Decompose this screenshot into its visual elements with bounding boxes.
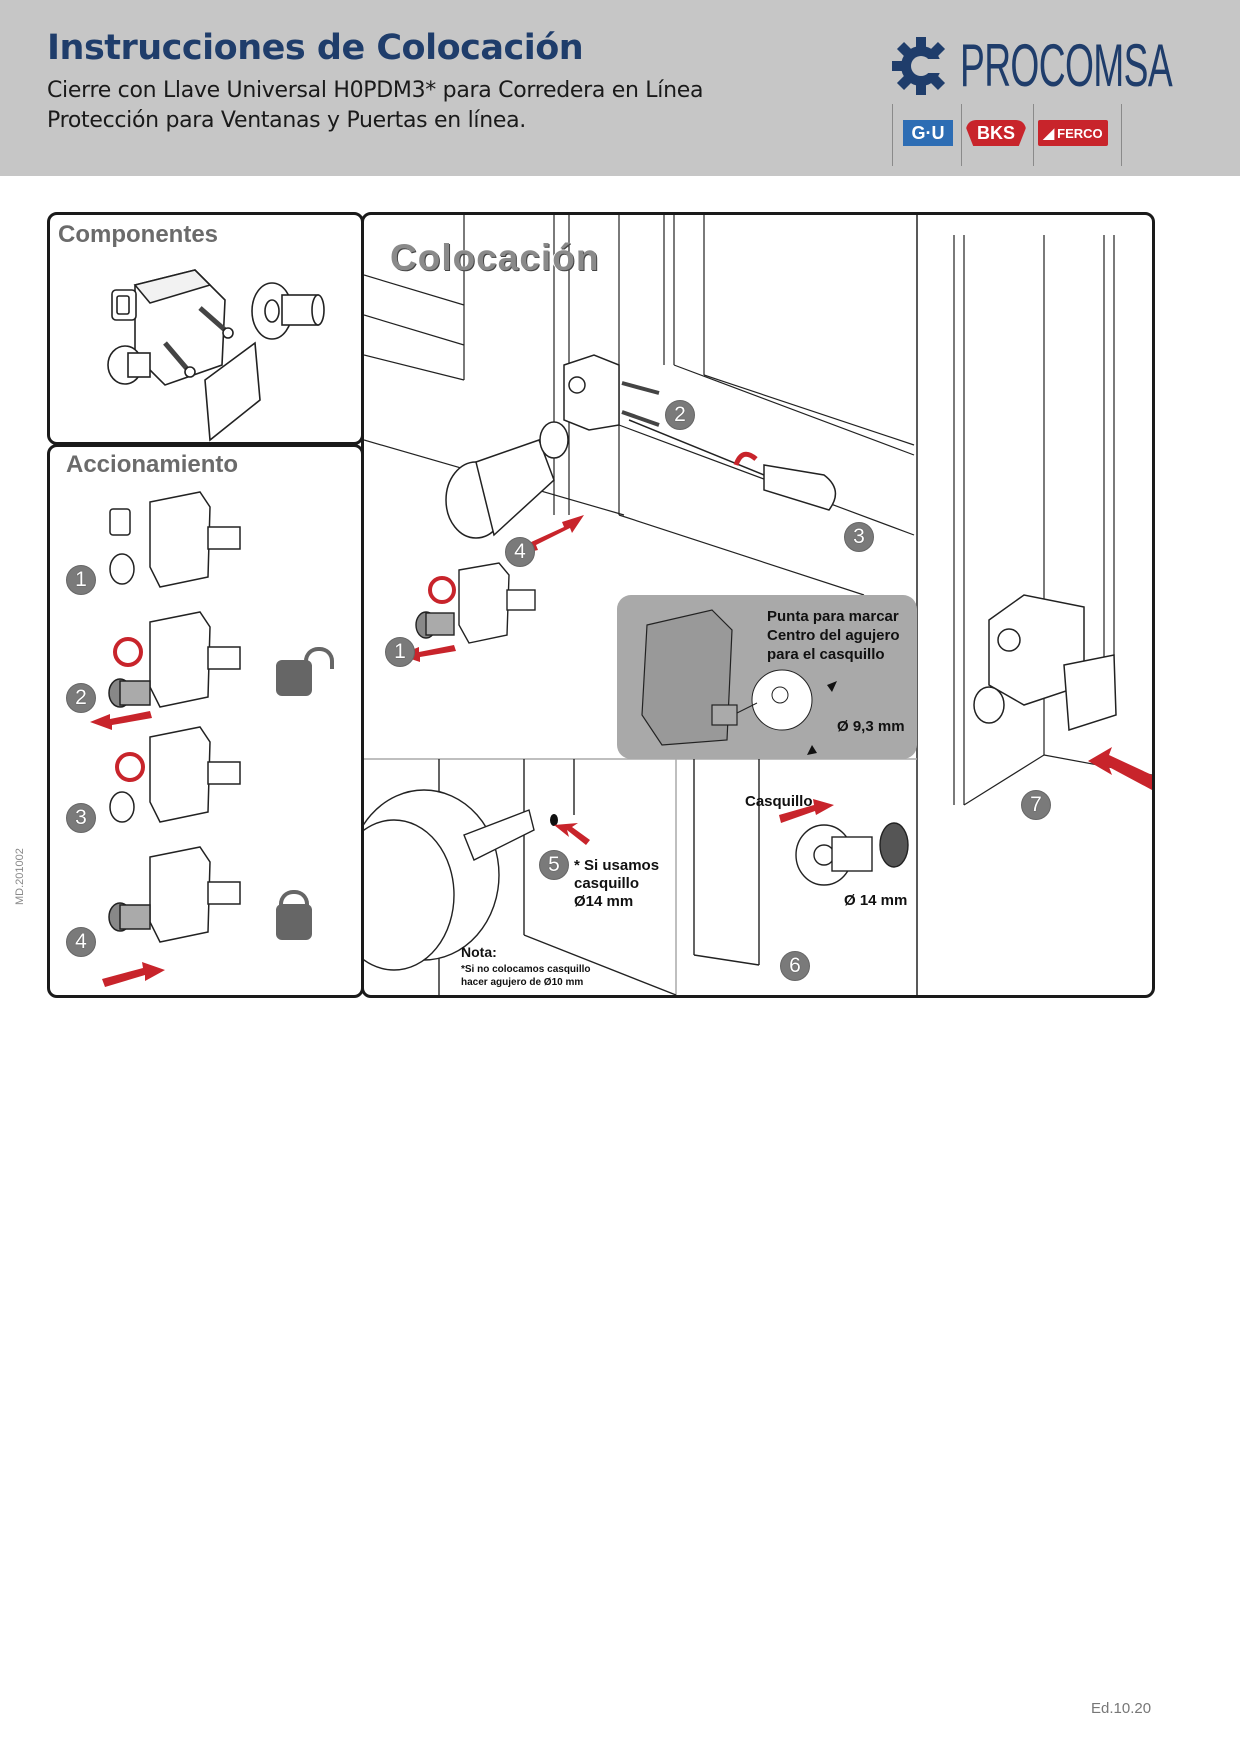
actuation-step-1: 1 — [66, 565, 96, 595]
lock-components-illustration — [107, 269, 325, 442]
note-line: casquillo — [574, 875, 640, 892]
marking-tip-inset: Punta para marcar Centro del agujero par… — [617, 595, 917, 759]
tip-diameter: Ø 9,3 mm — [837, 718, 905, 735]
marking-tip-text: Punta para marcar Centro del agujero par… — [767, 607, 900, 664]
procomsa-logo: PROCOMSA G·U BKS ◢ FERCO — [890, 30, 1173, 166]
gear-icon — [892, 37, 952, 95]
note-line: hacer agujero de Ø10 mm — [461, 977, 584, 988]
gu-logo: G·U — [903, 120, 953, 146]
pull-arrow-icon — [90, 711, 152, 730]
actuation-title: Accionamiento — [66, 451, 239, 478]
rotate-arrow-icon — [733, 451, 758, 466]
inset-text-line: para el casquillo — [767, 646, 885, 663]
marking-tip-illustration — [641, 609, 837, 755]
divider — [961, 104, 962, 166]
ferco-label: FERCO — [1057, 125, 1103, 141]
brand-name: PROCOMSA — [960, 32, 1173, 99]
note-line: *Si no colocamos casquillo — [461, 964, 591, 975]
installation-step-1: 1 — [385, 637, 415, 667]
installation-title: Colocación — [390, 237, 600, 278]
insert-arrow-icon — [779, 799, 834, 823]
header-banner: Instrucciones de Colocación Cierre con L… — [0, 0, 1240, 176]
installation-panel: Colocación Punta para marcar Centro del … — [361, 212, 1155, 998]
bushing-drill-note: * Si usamos casquillo Ø14 mm — [574, 857, 659, 911]
installation-step-5: 5 — [539, 850, 569, 880]
actuation-step-2: 2 — [66, 683, 96, 713]
inset-text-line: Punta para marcar — [767, 608, 899, 625]
components-panel: Componentes — [47, 212, 364, 445]
note-title: Nota: — [461, 944, 497, 960]
bks-logo: BKS — [966, 120, 1026, 146]
mark-arrow-icon — [554, 823, 590, 845]
actuation-panel: Accionamiento — [47, 444, 364, 998]
ferco-logo: ◢ FERCO — [1038, 120, 1108, 146]
push-arrow-icon — [102, 962, 165, 987]
no-bushing-note: *Si no colocamos casquillo hacer agujero… — [461, 963, 590, 989]
rotate-arrow-icon — [113, 637, 143, 667]
components-title: Componentes — [58, 221, 219, 248]
product-subtitle: Cierre con Llave Universal H0PDM3* para … — [47, 78, 704, 103]
rotate-arrow-icon — [115, 752, 145, 782]
page-title: Instrucciones de Colocación — [47, 28, 584, 68]
actuation-step-3: 3 — [66, 803, 96, 833]
note-line: * Si usamos — [574, 857, 660, 874]
document-code: MD.201002 — [14, 848, 26, 905]
edition-label: Ed.10.20 — [1091, 1700, 1152, 1717]
product-description: Protección para Ventanas y Puertas en lí… — [47, 108, 526, 133]
installation-step-4: 4 — [505, 537, 535, 567]
bushing-label: Casquillo — [745, 793, 813, 810]
installation-step-7: 7 — [1021, 790, 1051, 820]
installation-step-2: 2 — [665, 400, 695, 430]
push-cover-arrow-icon — [1088, 747, 1152, 790]
installation-illustrations — [364, 215, 1152, 995]
actuation-step-4: 4 — [66, 927, 96, 957]
divider — [892, 104, 893, 166]
note-line: Ø14 mm — [574, 893, 634, 910]
divider — [1033, 104, 1034, 166]
installation-step-6: 6 — [780, 951, 810, 981]
inset-text-line: Centro del agujero — [767, 627, 900, 644]
actuation-illustrations — [90, 491, 241, 987]
bushing-diameter: Ø 14 mm — [844, 892, 908, 909]
ferco-arrow-icon: ◢ — [1043, 124, 1055, 141]
installation-step-3: 3 — [844, 522, 874, 552]
rotate-arrow-icon — [428, 576, 456, 604]
divider — [1121, 104, 1122, 166]
